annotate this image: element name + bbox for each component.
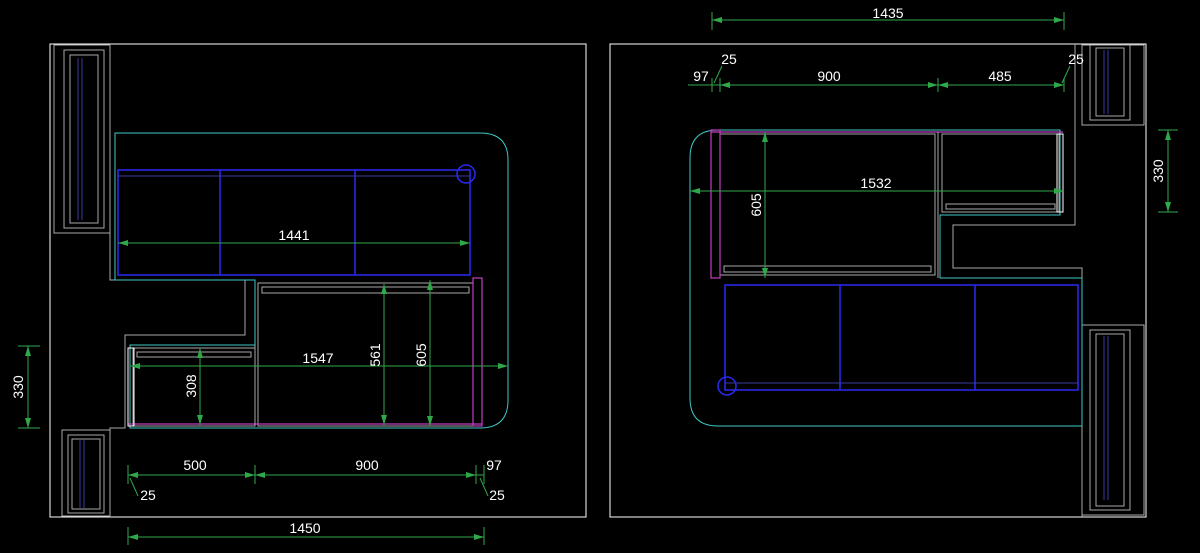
- dim-605-right: 605: [748, 193, 764, 217]
- right-wall-cabinets: [717, 284, 1079, 396]
- left-base-cabinets: [127, 277, 483, 427]
- dim-900-left: 900: [355, 457, 379, 473]
- left-wall-cabinets: [117, 164, 476, 276]
- dim-308: 308: [183, 374, 199, 398]
- dim-900-right: 900: [817, 68, 841, 84]
- dim-25-left-a: 25: [140, 487, 156, 503]
- right-plan-border: [609, 43, 1147, 518]
- left-plan-border: [49, 43, 587, 518]
- dim-97-right: 97: [693, 68, 709, 84]
- dim-1435: 1435: [872, 5, 903, 21]
- dim-25-right-b: 25: [1068, 51, 1084, 67]
- right-countertop-edge: [689, 129, 1083, 427]
- right-wall-outline: [952, 44, 1083, 517]
- left-window-top: [53, 44, 111, 234]
- dim-25-left-b: 25: [489, 487, 505, 503]
- left-window-bottom: [61, 429, 111, 517]
- right-base-cabinets: [710, 129, 1064, 279]
- left-dimensions: 1441 1547 561 605 308: [10, 227, 508, 545]
- dim-1441: 1441: [278, 227, 309, 243]
- right-plan: 1435 97 900 485 25 25 1532: [609, 5, 1178, 518]
- dim-605: 605: [413, 343, 429, 367]
- left-sink-corner-icon: [456, 164, 476, 184]
- dim-330-right: 330: [1150, 159, 1166, 183]
- right-sink-corner-icon: [717, 376, 737, 396]
- dim-1450: 1450: [289, 520, 320, 536]
- left-plan: 1441 1547 561 605 308: [10, 43, 587, 545]
- dim-561: 561: [367, 343, 383, 367]
- dim-97-left: 97: [486, 457, 502, 473]
- left-countertop-edge: [114, 132, 509, 429]
- dim-1532: 1532: [860, 175, 891, 191]
- right-window-bottom: [1081, 324, 1145, 516]
- right-window-top: [1081, 44, 1145, 126]
- dim-485: 485: [988, 68, 1012, 84]
- dim-1547: 1547: [302, 350, 333, 366]
- dim-25-right-a: 25: [721, 51, 737, 67]
- dim-330-left: 330: [10, 375, 26, 399]
- right-dimensions: 1435 97 900 485 25 25 1532: [688, 5, 1178, 278]
- dim-500: 500: [183, 457, 207, 473]
